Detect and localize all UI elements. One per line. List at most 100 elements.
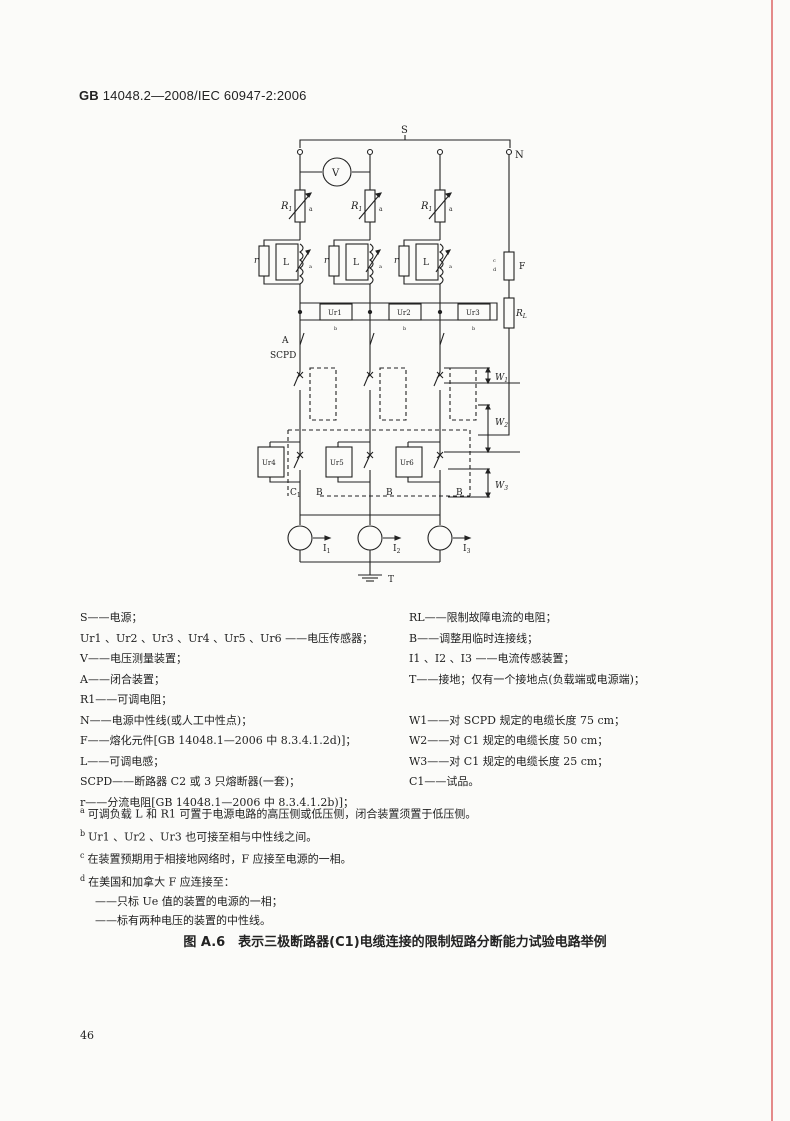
svg-text:W1: W1 [495,373,508,384]
legend-item: I1 、I2 、I3 ——电流传感装置； [409,652,575,665]
legend-item: W2——对 C1 规定的电缆长度 50 cm； [409,734,609,747]
label-T: T [388,575,394,585]
lower-voltage-sensors [257,441,440,483]
source-bracket [299,139,511,148]
circuit-diagram: S N V R1 R1 R1 a a a [254,125,527,585]
svg-text:I1: I1 [323,544,330,555]
sensor-Ur2 [388,303,422,321]
legend-item: S——电源； [80,611,143,624]
svg-text:R1: R1 [350,201,362,213]
svg-text:W3: W3 [495,481,508,492]
svg-text:L: L [283,258,289,268]
svg-text:L: L [423,258,429,268]
closing-device-A [299,332,445,346]
label-N: N [515,150,524,161]
sensor-Ur3 [457,303,491,321]
legend-item: C1——试品。 [409,775,480,788]
legend-left: S——电源； Ur1 、Ur2 、Ur3 、Ur4 、Ur5 、Ur6 ——电压… [80,608,410,813]
svg-text:Ur6: Ur6 [400,459,414,467]
svg-text:a: a [379,264,382,270]
inductor-block-1 [258,239,312,285]
legend-item: N——电源中性线(或人工中性点)； [80,713,253,727]
footnote-d-item: ——标有两种电压的装置的中性线。 [95,913,271,927]
svg-text:Ur5: Ur5 [330,459,344,467]
svg-text:Ur2: Ur2 [397,309,411,317]
svg-text:R1: R1 [280,201,292,213]
svg-text:r: r [394,256,399,266]
figure-caption: 图 A.6 表示三极断路器(C1)电缆连接的限制短路分断能力试验电路举例 [183,935,607,950]
legend-item: W1——对 SCPD 规定的电缆长度 75 cm； [409,713,626,727]
svg-text:B: B [386,488,393,498]
svg-text:RL: RL [515,309,527,320]
svg-text:b: b [334,326,337,332]
terminal-phase-1 [296,148,304,156]
page-header: GB 14048.2—2008/IEC 60947-2:2006 [79,88,307,103]
svg-text:a: a [309,264,312,270]
legend-item: R1——可调电阻； [80,693,173,706]
svg-text:a: a [379,206,383,213]
header-standard: GB [79,88,99,103]
svg-text:Ur4: Ur4 [262,459,276,467]
svg-text:b: b [472,326,475,332]
legend-item: L——可调电感； [80,754,165,768]
page-edge-line [771,0,773,1121]
page-number: 46 [80,1029,94,1042]
inductor-block-2 [328,239,382,285]
svg-text:d: d [493,267,497,273]
svg-text:W2: W2 [495,418,508,429]
sensor-Ur1 [319,303,353,321]
legend-item: T——接地；仅有一个接地点(负载端或电源端)； [409,672,645,686]
legend-item: Ur1 、Ur2 、Ur3 、Ur4 、Ur5 、Ur6 ——电压传感器； [80,631,374,645]
svg-text:B: B [316,488,323,498]
svg-text:I3: I3 [463,544,471,555]
header-number: 14048.2—2008/IEC 60947-2:2006 [102,88,307,103]
svg-text:L: L [353,258,359,268]
legend-right: RL——限制故障电流的电阻； B——调整用临时连接线； I1 、I2 、I3 —… [409,608,709,793]
inductor-block-3 [398,239,452,285]
legend-item: B——调整用临时连接线； [409,631,539,645]
svg-text:A: A [281,336,289,346]
svg-text:I2: I2 [393,544,401,555]
svg-text:a: a [449,264,452,270]
svg-text:Ur1: Ur1 [328,309,342,317]
svg-text:F: F [519,262,525,272]
cable-length-W1-boxes [309,367,477,421]
voltmeter [322,157,352,187]
dimension-markers [444,366,520,499]
legend-item: V——电压测量装置； [80,652,187,665]
svg-text:a: a [309,206,313,213]
svg-text:B: B [456,488,463,498]
legend-item [409,690,709,711]
legend-item: r——分流电阻[GB 14048.1—2006 中 8.3.4.1.2b)]； [80,795,354,809]
svg-text:Ur3: Ur3 [466,309,480,317]
sensor-Ur5 [325,446,353,478]
svg-text:r: r [254,256,259,266]
legend-item: F——熔化元件[GB 14048.1—2006 中 8.3.4.1.2d)]； [80,734,357,747]
resistor-RL [503,297,515,329]
svg-text:C1: C1 [290,488,301,499]
cable-length-W2-frame [287,429,471,496]
legend-item: A——闭合装置； [80,672,165,686]
legend-item: W3——对 C1 规定的电缆长度 25 cm； [409,754,609,768]
label-V: V [331,168,340,179]
svg-text:a: a [449,206,453,213]
sensor-Ur6 [395,446,423,478]
svg-text:SCPD: SCPD [270,351,296,361]
terminal-neutral [505,148,513,156]
legend-item: RL——限制故障电流的电阻； [409,611,557,624]
svg-text:r: r [324,256,329,266]
scpd-breakers [293,371,444,387]
svg-text:c: c [493,258,496,264]
sensor-Ur4 [257,446,285,478]
label-S: S [401,125,408,136]
legend-item: SCPD——断路器 C2 或 3 只熔断器(一套)； [80,775,301,788]
footnote-d-item: ——只标 Ue 值的装置的电源的一相； [95,894,283,908]
svg-text:b: b [403,326,406,332]
current-sensors [287,525,472,551]
